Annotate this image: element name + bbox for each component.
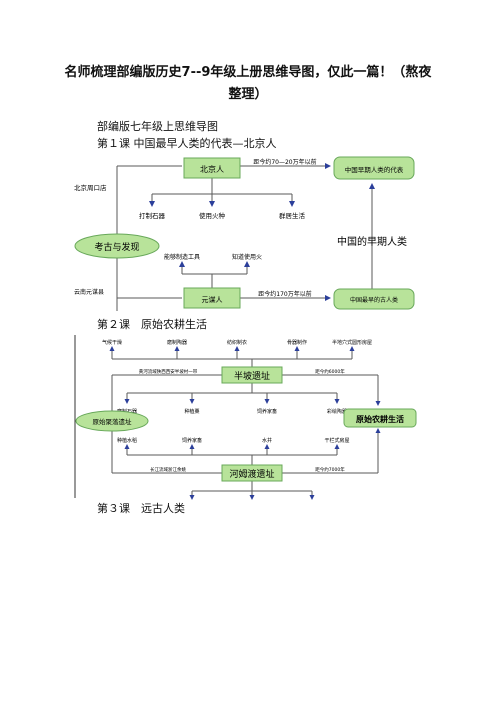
hemudu-label: 河姆渡遗址 xyxy=(229,468,274,480)
banpo-node xyxy=(221,366,283,384)
make-tools-label: 能够制造工具 xyxy=(164,253,200,261)
lesson-2-heading: 第２课 原始农耕生活 xyxy=(97,318,207,331)
lesson1-mind-map: 北京人 距今约70—20万年以前 中国早期人类的代表 北京周口店 打制石器 使用… xyxy=(74,156,415,311)
document-title: 名师梳理部编版历史7--9年级上册思维导图，仅此一篇！（熬夜整理） xyxy=(64,65,432,102)
banpo-item-3: 饲养家畜 xyxy=(257,408,277,415)
primitive-farming-label: 原始农耕生活 xyxy=(356,414,404,424)
early-humans-label: 中国的早期人类 xyxy=(337,235,407,248)
archaeology-node xyxy=(74,233,160,259)
yuanmouren-time: 距今约170万年以前 xyxy=(258,290,311,298)
banpo-top-item-1: 气候干燥 xyxy=(102,339,122,346)
hemudu-place: 长江流域浙江余姚 xyxy=(150,466,186,473)
banpo-top-item-2: 磨制陶器 xyxy=(167,339,187,346)
know-fire-label: 知道使用火 xyxy=(232,253,262,261)
hemudu-node xyxy=(221,464,283,482)
lesson-3-heading: 第３课 远古人类 xyxy=(97,502,185,515)
banpo-place: 黄河流域陕西西安半坡村一带 xyxy=(139,368,198,375)
earliest-known-label: 中国最早的古人类 xyxy=(350,296,398,304)
archaeology-label: 考古与发现 xyxy=(94,241,139,253)
lesson2-mind-map: 气候干燥 磨制陶器 纺织制衣 骨器制作 半地穴式圆形房屋 半坡遗址 黄河流域陕西… xyxy=(74,335,417,500)
banpo-item-4: 彩绘陶器 xyxy=(327,408,347,415)
skill-group-living: 群居生活 xyxy=(279,211,306,220)
zhoukoudian-label: 北京周口店 xyxy=(74,183,107,192)
yunxian-label: 云南元谋县 xyxy=(74,288,104,296)
yuanmouren-node xyxy=(183,287,241,309)
skill-use-fire: 使用火种 xyxy=(199,211,226,220)
skill-chipped-stone: 打制石器 xyxy=(139,211,166,220)
hemudu-item-3: 水井 xyxy=(262,437,272,444)
settlement-sites-node xyxy=(75,410,149,432)
beijingren-time: 距今约70—20万年以前 xyxy=(253,158,316,166)
hemudu-item-1: 种植水稻 xyxy=(117,437,137,444)
banpo-time: 距今约6000年 xyxy=(315,368,345,375)
banpo-top-item-4: 骨器制作 xyxy=(287,339,307,346)
lesson-1-heading: 第１课 中国最早人类的代表—北京人 xyxy=(97,137,277,150)
section-heading: 部编版七年级上思维导图 xyxy=(97,120,218,133)
beijingren-label: 北京人 xyxy=(200,164,224,174)
yuanmouren-label: 元谋人 xyxy=(202,295,223,304)
earliest-representative-node xyxy=(333,156,415,180)
hemudu-item-4: 干栏式房屋 xyxy=(324,437,349,444)
primitive-farming-node xyxy=(343,408,417,428)
hemudu-item-2: 饲养家畜 xyxy=(182,437,202,444)
earliest-known-node xyxy=(333,288,415,310)
earliest-representative-label: 中国早期人类的代表 xyxy=(345,165,404,174)
beijingren-node xyxy=(183,157,241,179)
settlement-sites-label: 原始聚落遗址 xyxy=(93,417,133,426)
banpo-item-2: 种植粟 xyxy=(184,408,199,415)
banpo-top-item-3: 纺织制衣 xyxy=(227,339,247,346)
banpo-label: 半坡遗址 xyxy=(234,370,270,382)
banpo-top-item-5: 半地穴式圆形房屋 xyxy=(332,339,372,346)
hemudu-time: 距今约7000年 xyxy=(315,466,345,473)
